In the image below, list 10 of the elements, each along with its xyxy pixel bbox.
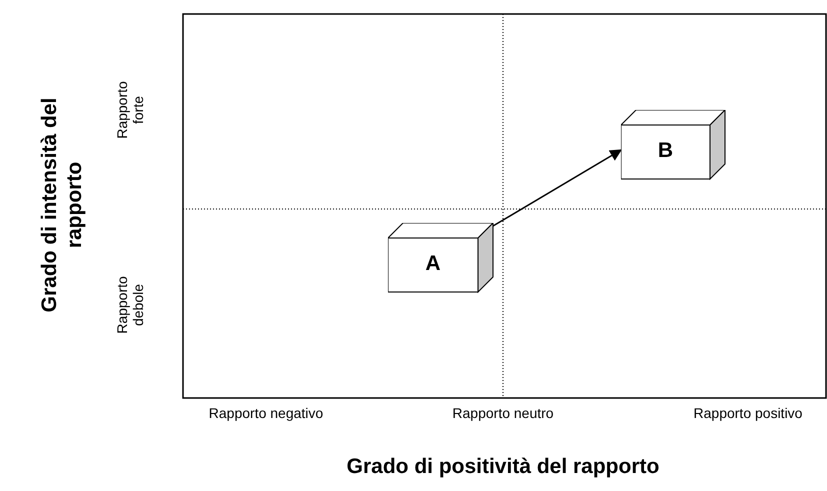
arrow	[492, 149, 622, 227]
axis-label: Rapporto positivo	[692, 405, 804, 421]
node-label: B	[656, 139, 674, 163]
axis-title: Grado di positività del rapporto	[346, 454, 660, 478]
node-label: A	[424, 252, 442, 276]
axis-label: Rapporto negativo	[208, 405, 324, 421]
axis-label: Rapporto debole	[114, 275, 146, 336]
axis-label: Rapporto forte	[114, 80, 146, 141]
axis-label: Rapporto neutro	[451, 405, 555, 421]
axis-title: Grado di intensità del rapporto	[37, 96, 87, 314]
